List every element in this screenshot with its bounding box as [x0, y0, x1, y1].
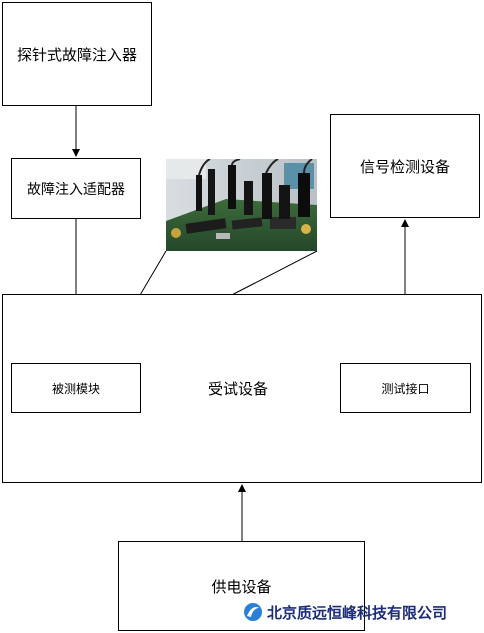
tested-module-box: 被测模块 — [11, 363, 141, 413]
test-interface-box: 测试接口 — [340, 363, 471, 413]
test-interface-label: 测试接口 — [381, 381, 430, 396]
probe-fault-injector-box: 探针式故障注入器 — [2, 2, 152, 106]
company-watermark: 北京质远恒峰科技有限公司 — [243, 601, 447, 623]
circuit-board-probe-photo — [166, 159, 317, 251]
device-under-test-label: 受试设备 — [208, 380, 269, 398]
fault-injection-adapter-box: 故障注入适配器 — [11, 158, 141, 219]
signal-detection-device-label: 信号检测设备 — [359, 157, 450, 176]
power-supply-box: 供电设备 — [118, 541, 365, 631]
fault-injection-adapter-label: 故障注入适配器 — [27, 181, 125, 198]
signal-detection-device-box: 信号检测设备 — [330, 114, 480, 218]
tested-module-label: 被测模块 — [51, 381, 100, 396]
probe-fault-injector-label: 探针式故障注入器 — [16, 45, 137, 64]
company-name: 北京质远恒峰科技有限公司 — [267, 603, 448, 622]
power-supply-label: 供电设备 — [211, 577, 272, 596]
swirl-logo-icon — [244, 603, 262, 621]
